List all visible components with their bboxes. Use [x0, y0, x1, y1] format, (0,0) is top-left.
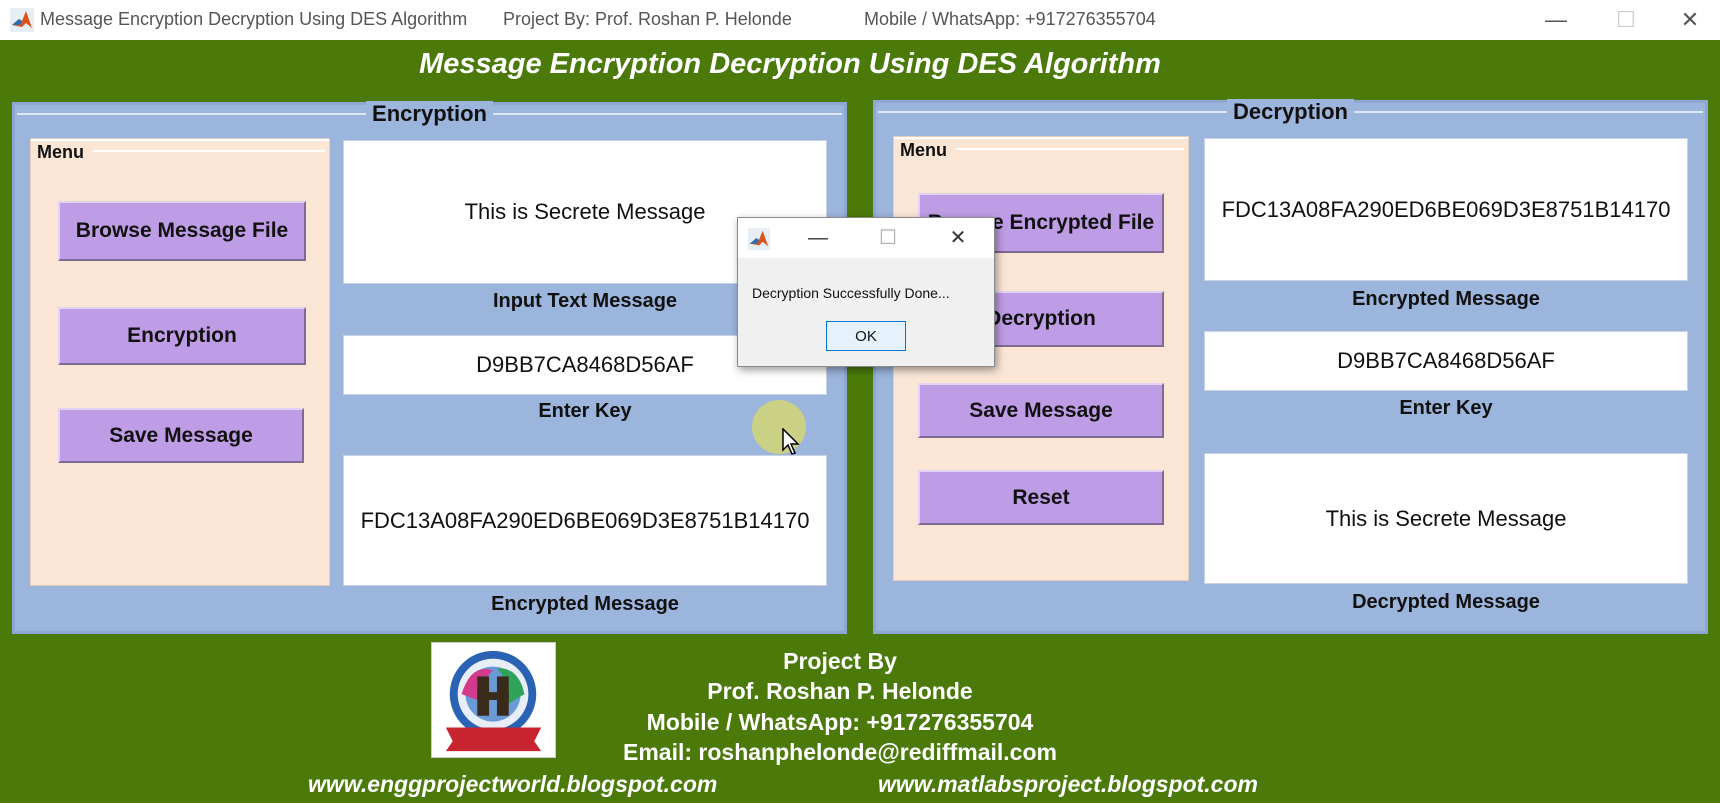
menu-border-line	[93, 150, 325, 152]
ok-button[interactable]: OK	[826, 321, 906, 351]
matlab-icon	[748, 228, 770, 250]
decrypted-message-label: Decrypted Message	[1352, 591, 1540, 613]
cursor-highlight	[752, 400, 806, 454]
window-project-by: Project By: Prof. Roshan P. Helonde	[503, 9, 792, 29]
footer-mobile: Mobile / WhatsApp: +917276355704	[646, 709, 1034, 735]
dialog-minimize-button[interactable]: —	[808, 227, 828, 249]
encryption-title-text: Encryption	[366, 101, 493, 126]
reset-button[interactable]: Reset	[918, 470, 1164, 525]
save-message-button[interactable]: Save Message	[918, 383, 1164, 438]
decryption-title-text: Decryption	[1227, 99, 1354, 124]
enter-key-field[interactable]: D9BB7CA8468D56AF	[1204, 331, 1688, 391]
dialog-message: Decryption Successfully Done...	[752, 285, 950, 301]
message-dialog: — ☐ ✕ Decryption Successfully Done... OK	[737, 217, 995, 367]
encrypted-message-label: Encrypted Message	[1352, 288, 1540, 310]
rh-logo-icon	[431, 642, 556, 758]
window-mobile: Mobile / WhatsApp: +917276355704	[864, 9, 1156, 29]
menu-title: Menu	[37, 142, 84, 162]
maximize-button[interactable]: ☐	[1616, 7, 1636, 32]
enter-key-label: Enter Key	[1399, 397, 1493, 419]
encryption-panel-title: Encryption	[15, 101, 844, 127]
footer-url-left[interactable]: www.enggprojectworld.blogspot.com	[308, 771, 718, 797]
app-heading: Message Encryption Decryption Using DES …	[419, 48, 1161, 80]
dialog-maximize-button[interactable]: ☐	[879, 227, 897, 249]
footer-author: Prof. Roshan P. Helonde	[707, 678, 973, 704]
window-title: Message Encryption Decryption Using DES …	[40, 9, 468, 29]
footer-project-by: Project By	[783, 648, 897, 674]
minimize-button[interactable]: —	[1545, 7, 1567, 32]
encrypted-message-field[interactable]: FDC13A08FA290ED6BE069D3E8751B14170	[343, 455, 827, 586]
dialog-close-button[interactable]: ✕	[949, 227, 967, 249]
decryption-panel: Decryption Menu Browse Encrypted File De…	[873, 99, 1708, 634]
matlab-icon	[10, 8, 34, 32]
decrypted-message-field[interactable]: This is Secrete Message	[1204, 453, 1688, 584]
footer-email: Email: roshanphelonde@rediffmail.com	[623, 739, 1057, 765]
close-button[interactable]: ✕	[1680, 7, 1700, 32]
input-message-label: Input Text Message	[492, 290, 678, 312]
decryption-panel-title: Decryption	[876, 99, 1705, 125]
save-message-button[interactable]: Save Message	[58, 408, 304, 463]
footer-url-right[interactable]: www.matlabsproject.blogspot.com	[878, 771, 1258, 797]
arrow-cursor-icon	[782, 428, 800, 455]
enter-key-label: Enter Key	[538, 400, 632, 422]
encrypted-message-field[interactable]: FDC13A08FA290ED6BE069D3E8751B14170	[1204, 138, 1688, 281]
encryption-menu: Menu Browse Message File Encryption Save…	[30, 138, 330, 586]
encryption-button[interactable]: Encryption	[58, 307, 306, 365]
browse-message-file-button[interactable]: Browse Message File	[58, 201, 306, 261]
menu-border-line	[956, 148, 1184, 150]
encrypted-message-label: Encrypted Message	[491, 593, 679, 615]
menu-title: Menu	[900, 140, 947, 160]
dialog-titlebar: — ☐ ✕	[738, 218, 994, 258]
encryption-panel: Encryption Menu Browse Message File Encr…	[12, 101, 847, 634]
window-titlebar: Message Encryption Decryption Using DES …	[0, 0, 1720, 40]
